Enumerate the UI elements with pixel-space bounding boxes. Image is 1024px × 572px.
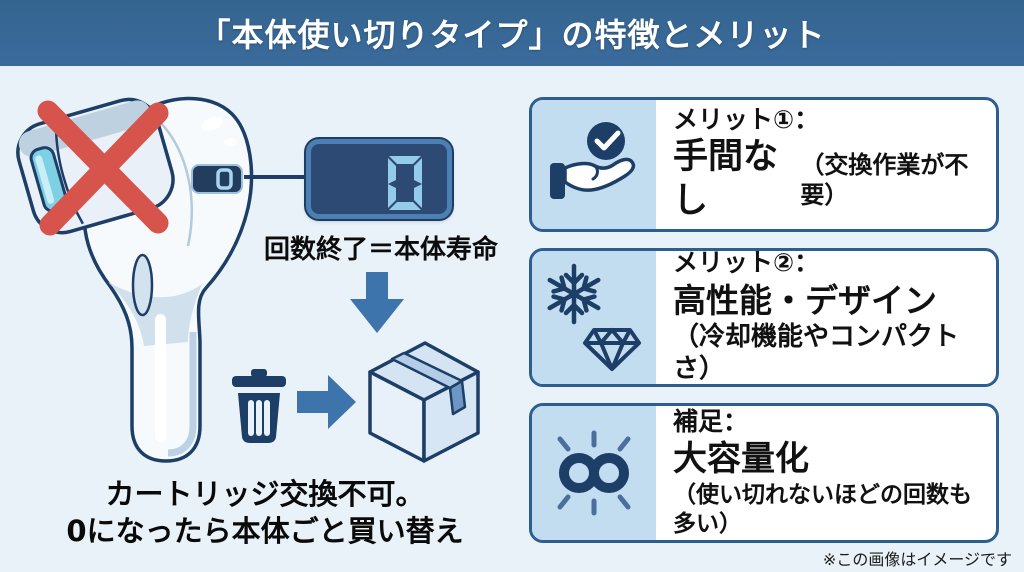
- merit-card-1: メリット①： 手間なし （交換作業が不要）: [529, 97, 999, 232]
- package-box-icon: [368, 341, 480, 463]
- page-title: 「本体使い切りタイプ」の特徴とメリット: [198, 16, 826, 54]
- card-2-icon-panel: [532, 251, 656, 384]
- body-highlight: [201, 117, 223, 131]
- arrow-right-icon: [297, 375, 356, 429]
- card-1-icon-panel: [532, 100, 656, 229]
- device-counter-display: [191, 164, 243, 194]
- callout-line: [244, 175, 310, 179]
- handle-button: [131, 253, 154, 317]
- image-disclaimer: ※この画像はイメージです: [822, 550, 1012, 569]
- conclusion-text: カートリッジ交換不可。 0になったら本体ごと買い替え: [0, 476, 530, 550]
- card-1-body: メリット①： 手間なし （交換作業が不要）: [656, 100, 996, 229]
- conclusion-line-1: カートリッジ交換不可。: [105, 477, 425, 511]
- display-caption: 回数終了＝本体寿命: [263, 235, 498, 265]
- card-1-title: メリット①：: [673, 104, 820, 134]
- merit-card-2: メリット②： 高性能・デザイン （冷却機能やコンパクトさ）: [529, 248, 999, 387]
- device-shading: [108, 282, 202, 346]
- card-1-headline: 手間なし: [673, 137, 779, 221]
- card-2-headline: 高性能・デザイン: [673, 280, 937, 320]
- arrow-down-icon: [350, 272, 404, 333]
- body-seam: [157, 119, 193, 247]
- hand-check-icon: [550, 121, 636, 199]
- ipl-device-illustration: [16, 96, 254, 463]
- card-1-note: （交換作業が不要）: [800, 150, 969, 209]
- handle-edge-shade: [167, 332, 197, 457]
- card-2-note: （冷却機能やコンパクトさ）: [673, 321, 960, 385]
- card-3-note: （使い切れないほどの回数も多い）: [673, 481, 972, 537]
- card-2-body: メリット②： 高性能・デザイン （冷却機能やコンパクトさ）: [656, 251, 996, 384]
- red-x-icon: [37, 100, 169, 236]
- supplement-card: 補足： 大容量化 （使い切れないほどの回数も多い）: [529, 403, 999, 543]
- card-3-title: 補足：: [673, 406, 749, 436]
- card-2-title: メリット②：: [673, 248, 820, 278]
- card-3-headline: 大容量化: [673, 439, 809, 480]
- snowflake-diamond-icon: [547, 263, 641, 371]
- card-3-icon-panel: [532, 406, 656, 540]
- trash-can-icon: [232, 369, 286, 443]
- counter-display-zoom: 0: [306, 139, 452, 219]
- header-bar: 「本体使い切りタイプ」の特徴とメリット: [0, 0, 1024, 66]
- body-highlight-2: [223, 138, 237, 146]
- infinity-sparkle-icon: [557, 430, 631, 516]
- seven-segment-zero: [388, 156, 422, 210]
- conclusion-line-2: 0になったら本体ごと買い替え: [66, 514, 464, 548]
- zoom-display-value: 0: [311, 144, 312, 145]
- card-3-body: 補足： 大容量化 （使い切れないほどの回数も多い）: [656, 406, 996, 540]
- handle-highlight: [155, 314, 166, 442]
